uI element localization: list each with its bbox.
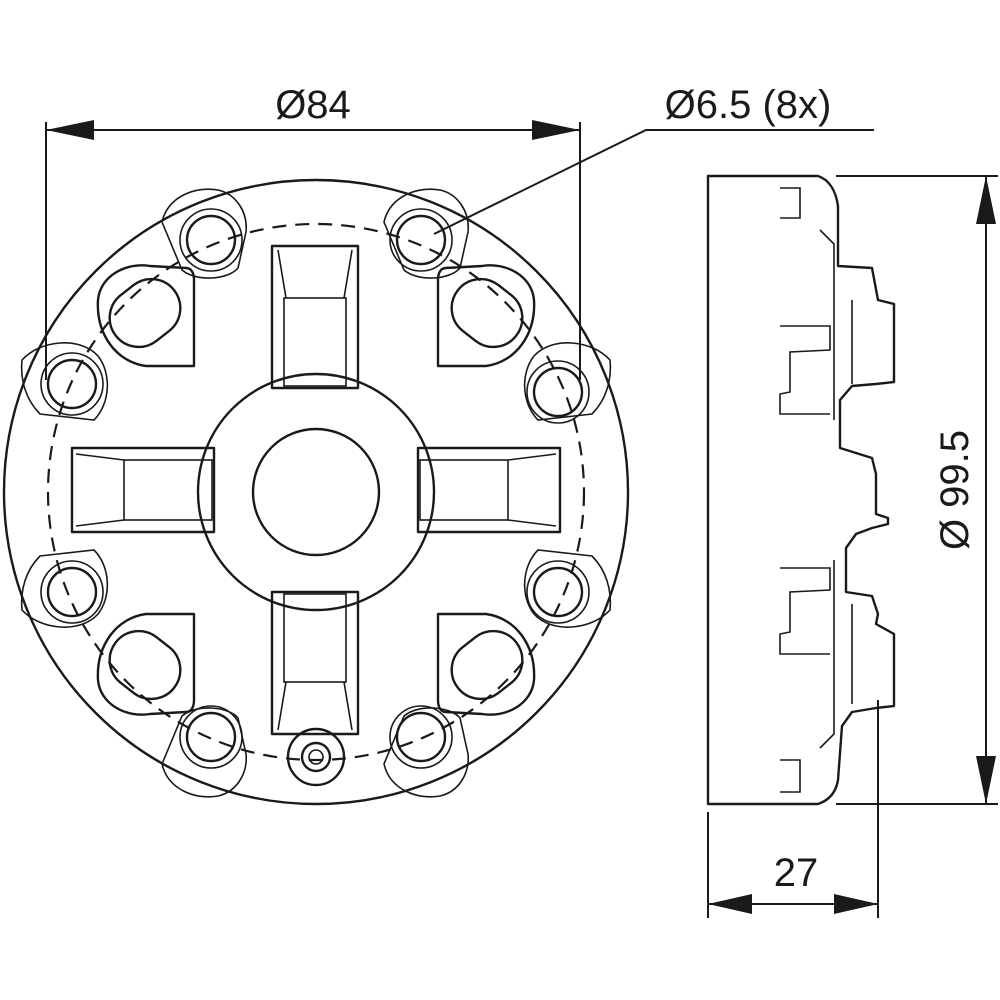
index-pin: [286, 727, 346, 787]
mounting-hole: [20, 549, 109, 628]
dim-label-pitch: Ø84: [275, 83, 351, 127]
dimension-height-27: 27: [707, 700, 879, 918]
mounting-hole: [20, 342, 109, 421]
clip-slot: [270, 590, 360, 736]
side-inner-profile: [779, 187, 853, 793]
dim-label-holes: Ø6.5 (8x): [665, 83, 832, 127]
center-bore: [251, 427, 381, 557]
pockets: [96, 264, 536, 716]
mounting-hole: [523, 549, 612, 628]
bolt-pitch-circle: [46, 222, 586, 762]
dim-label-outer: Ø 99.5: [933, 430, 977, 550]
front-view: [2, 178, 630, 806]
dimension-diameter-99-5: Ø 99.5: [836, 175, 998, 805]
pocket: [96, 612, 196, 716]
clip-slots: [70, 244, 562, 736]
center-hub: [196, 372, 436, 612]
pocket: [436, 612, 536, 716]
outer-rim: [2, 178, 630, 806]
mounting-hole: [383, 705, 469, 798]
mounting-hole: [161, 705, 247, 798]
dimension-diameter-84: Ø84: [45, 83, 581, 380]
mounting-hole: [161, 188, 247, 279]
mounting-hole: [383, 188, 469, 279]
mounting-hole: [523, 342, 612, 424]
pocket: [436, 264, 536, 368]
dimension-hole: Ø6.5 (8x): [433, 83, 874, 235]
mounting-holes: [20, 188, 612, 798]
clip-slot: [270, 244, 360, 390]
clip-slot: [416, 446, 562, 534]
pocket: [96, 264, 196, 368]
clip-slot: [70, 446, 216, 534]
side-view: [706, 174, 896, 806]
dim-label-height: 27: [774, 851, 819, 895]
side-profile: [706, 174, 896, 806]
